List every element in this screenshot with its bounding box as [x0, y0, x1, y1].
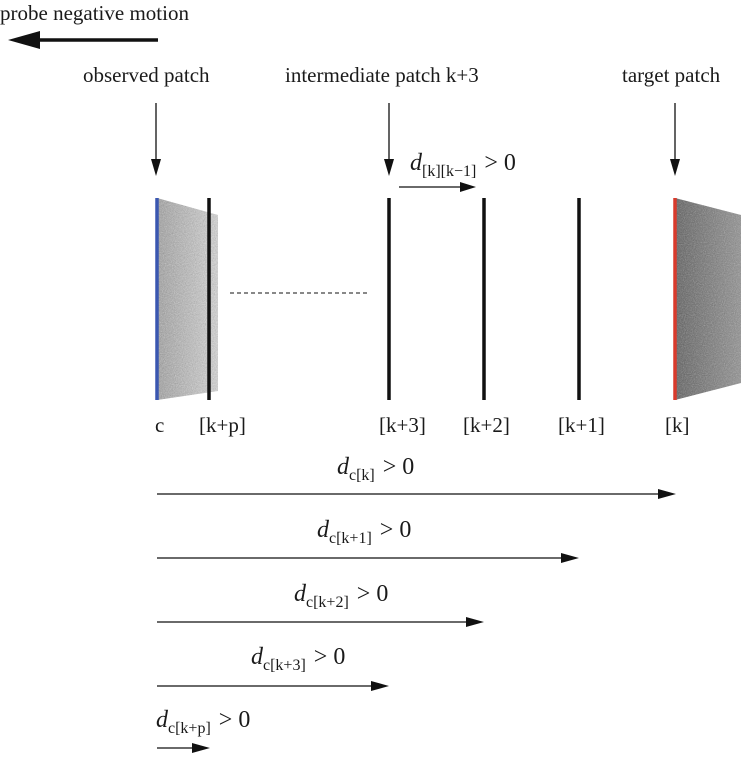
- target-patch-heading: target patch: [622, 63, 721, 87]
- plane-label-kp: [k+p]: [199, 413, 246, 437]
- intermediate-patch-heading: intermediate patch k+3: [285, 63, 479, 87]
- observed-patch-heading: observed patch: [83, 63, 210, 87]
- displacement-c-k-label: dc[k]> 0: [337, 454, 414, 484]
- displacement-c-k3-label: dc[k+3]> 0: [251, 644, 345, 674]
- motion-label: probe negative motion: [0, 1, 189, 25]
- top-displacement-arrow: [399, 182, 476, 192]
- displacement-c-kp-arrow: [157, 743, 210, 753]
- plane-label-c: c: [155, 413, 164, 437]
- displacement-c-k1-label: dc[k+1]> 0: [317, 517, 411, 547]
- observed-patch: [155, 198, 218, 400]
- plane-label-k1: [k+1]: [558, 413, 605, 437]
- top-displacement-label: d[k][k−1]> 0: [410, 150, 516, 180]
- plane-label-k2: [k+2]: [463, 413, 510, 437]
- target-pointer-arrow: [670, 103, 680, 176]
- intermediate-pointer-arrow: [384, 103, 394, 176]
- displacement-c-kp-label: dc[k+p]> 0: [156, 707, 250, 737]
- displacement-c-k1-arrow: [157, 553, 579, 563]
- displacement-c-k-arrow: [157, 489, 676, 499]
- observed-pointer-arrow: [151, 103, 161, 176]
- motion-arrow: [8, 31, 158, 49]
- displacement-c-k3-arrow: [157, 681, 389, 691]
- plane-label-k: [k]: [665, 413, 690, 437]
- displacement-c-k2-arrow: [157, 617, 484, 627]
- displacement-c-k2-label: dc[k+2]> 0: [294, 581, 388, 611]
- target-patch: [673, 198, 741, 400]
- plane-label-k3: [k+3]: [379, 413, 426, 437]
